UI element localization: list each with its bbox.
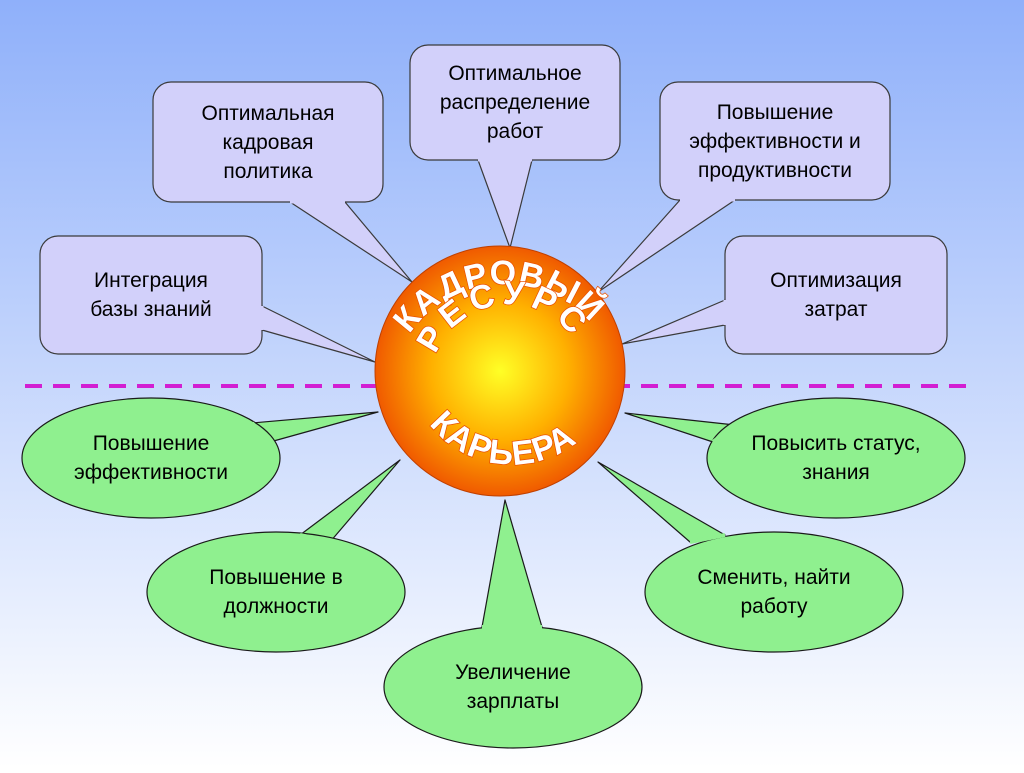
center-sun (374, 245, 626, 497)
callout-box (39, 235, 263, 355)
top-callout (39, 235, 376, 363)
callout-ellipse (644, 531, 904, 653)
callout-seam (299, 533, 331, 544)
callout-ellipse (21, 397, 281, 519)
callout-ellipse (706, 397, 966, 519)
callout-box (659, 81, 891, 201)
top-callout (597, 81, 891, 293)
bottom-callout (624, 397, 966, 519)
callout-ellipse (146, 531, 406, 653)
callout-seam (250, 421, 272, 444)
bottom-callout (383, 499, 643, 749)
top-callout (621, 235, 948, 355)
callout-ellipse (383, 625, 643, 749)
callout-seam (711, 423, 737, 444)
callout-box (152, 81, 384, 203)
callout-box (409, 44, 621, 161)
callout-seam (689, 533, 726, 544)
callout-box (724, 235, 948, 355)
bottom-callout (597, 461, 904, 653)
bottom-callout (146, 459, 406, 653)
bottom-callout (21, 397, 379, 519)
top-callout (409, 44, 621, 249)
top-callout (152, 81, 413, 283)
